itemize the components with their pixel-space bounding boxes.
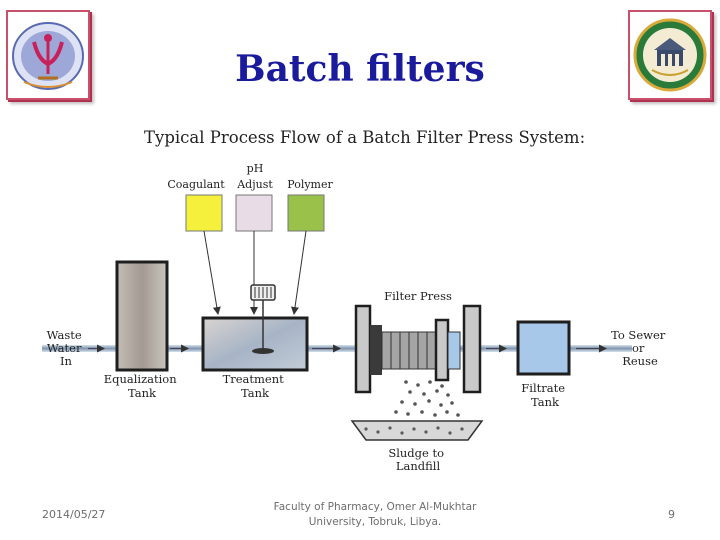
equalization-tank-label: Equalization Tank [104, 372, 181, 400]
coagulant-label: Coagulant [167, 178, 225, 191]
filtrate-tank-label: Filtrate Tank [521, 381, 568, 409]
coagulant-box [185, 194, 223, 232]
polymer-box [287, 194, 325, 232]
footer-institution-line1: Faculty of Pharmacy, Omer Al-Mukhtar [273, 501, 477, 513]
ph-label: pH [247, 162, 264, 175]
equalization-tank [115, 260, 169, 372]
ph-adjust-box [235, 194, 273, 232]
filter-press [354, 304, 482, 394]
sludge-label: Sludge to Landfill [388, 446, 447, 473]
footer-institution-line2: University, Tobruk, Libya. [308, 516, 442, 528]
footer-date: 2014/05/27 [42, 508, 106, 521]
footer-institution: Faculty of Pharmacy, Omer Al-Mukhtar Uni… [270, 500, 480, 530]
sludge-particles [394, 380, 460, 417]
waste-water-label: Waste Water In [47, 328, 86, 368]
sludge-tray [350, 420, 484, 441]
adjust-label: Adjust [236, 178, 273, 191]
diagram-title: Typical Process Flow of a Batch Filter P… [144, 128, 585, 147]
sewer-reuse-label: To Sewer or Reuse [611, 328, 669, 368]
university-logo-left [6, 10, 90, 100]
polymer-feed-line [291, 230, 307, 315]
slide-title: Batch filters [235, 48, 485, 90]
treatment-tank-label: Treatment Tank [223, 372, 288, 400]
page-number: 9 [668, 508, 675, 521]
filtrate-tank [516, 320, 571, 376]
mixer-impeller [252, 348, 274, 354]
treatment-tank [201, 316, 309, 372]
process-flow-diagram: Typical Process Flow of a Batch Filter P… [42, 128, 669, 473]
polymer-label: Polymer [287, 178, 333, 191]
university-logo-right [628, 10, 712, 100]
filter-press-label: Filter Press [384, 289, 452, 303]
coagulant-feed-line [203, 230, 221, 315]
